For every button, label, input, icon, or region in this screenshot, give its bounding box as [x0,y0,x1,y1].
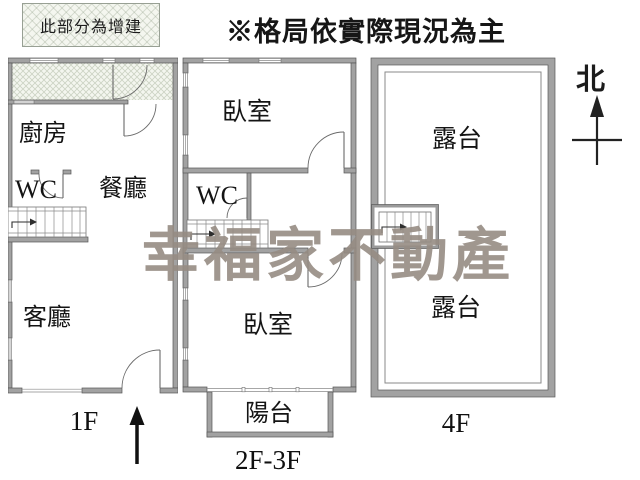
staircase-4f [371,204,439,249]
door-arc-bedroom-lower [307,252,343,288]
room-label-bedroom-upper: 臥室 [222,98,272,126]
annotation-text: 此部分為增建 [39,19,142,36]
room-label-wc-2f: WC [196,181,238,210]
north-arrow-icon [572,95,622,165]
door-arc-addition-to-dining [123,103,157,137]
door-arc-wc-1f [38,173,64,199]
door-arc-wc-2f [226,197,248,219]
watermark: 幸福家不動產 [142,223,515,288]
room-label-kitchen: 廚房 [19,120,67,147]
room-label-terrace-lower: 露台 [431,294,481,322]
room-label-dining: 餐廳 [99,175,147,202]
floorplan-1f: 廚房 WC 餐廳 客廳 [8,57,178,394]
room-label-living: 客廳 [23,304,71,331]
entry-arrow-icon [129,406,145,464]
room-label-terrace-upper: 露台 [432,125,482,153]
room-label-bedroom-lower: 臥室 [243,311,293,339]
windows-1f [8,58,155,393]
door-arc-addition-entry [112,64,148,100]
floorplan-2f3f: 臥室 WC 臥室 陽台 [182,57,357,438]
door-arc-bedroom-upper [307,131,345,169]
floor-label-4f: 4F [441,408,471,438]
staircase-2f3f [186,219,269,249]
staircase-1f [8,206,87,238]
addition-hatched-area [12,63,173,100]
room-label-balcony: 陽台 [245,400,293,427]
annotation-box: 此部分為增建 [22,3,160,47]
room-label-wc-1f: WC [15,175,57,204]
floorplan-4f: 露台 露台 [370,57,556,398]
windows-2f3f [182,58,333,393]
door-arc-main-entry [121,349,161,389]
floor-label-1f: 1F [69,406,99,436]
disclaimer-text: ※格局依實際現況為主 [226,17,506,47]
north-label: 北 [576,64,606,96]
floor-label-2f3f: 2F-3F [234,445,302,475]
